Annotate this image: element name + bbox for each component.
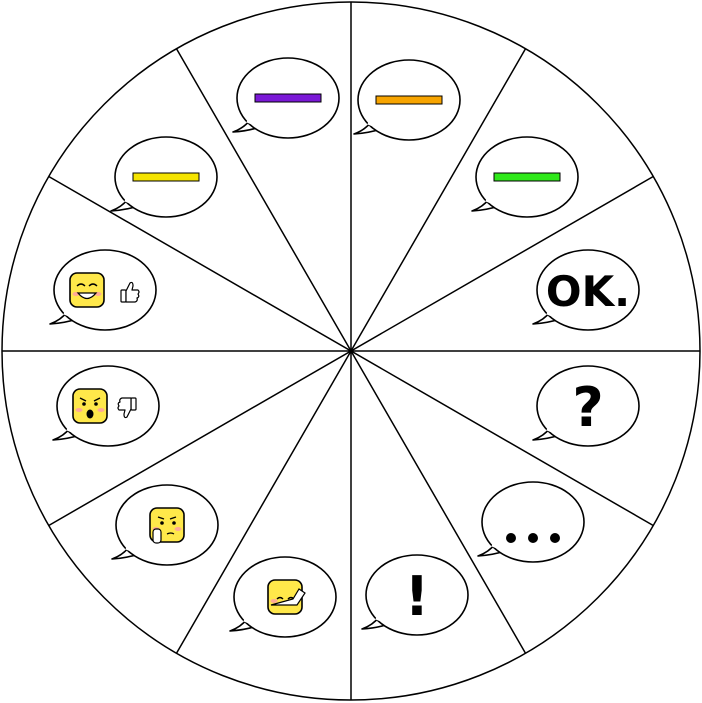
color-bar — [132, 172, 200, 182]
bubble-tail-join — [491, 543, 507, 552]
thumbs-down-icon — [117, 397, 137, 419]
thumbs-down-face-icon — [72, 388, 108, 424]
segment-exclamation: ! — [361, 554, 469, 636]
thumbs-up-face-icon — [69, 272, 105, 308]
bubble-tail-join — [63, 311, 79, 320]
speech-bubble — [365, 554, 469, 636]
bubble-tail-join — [243, 618, 259, 627]
segment-green-line — [471, 136, 579, 218]
segment-face-thumbs-down — [52, 365, 160, 447]
bubble-tail-join — [246, 119, 262, 128]
bubble-tail-join — [124, 198, 140, 207]
color-bar — [254, 93, 322, 103]
divider-line — [175, 48, 527, 654]
color-bar — [493, 172, 561, 182]
segment-face-wave — [229, 556, 337, 638]
bubble-tail-join — [375, 616, 391, 625]
speech-bubble — [53, 249, 157, 331]
bubble-tail-join — [485, 198, 501, 207]
segment-ok: OK. — [532, 249, 640, 331]
bubble-tail-join — [546, 427, 562, 436]
bubble-tail-join — [367, 121, 383, 130]
bubble-tail-join — [546, 311, 562, 320]
ok-text: OK. — [546, 267, 630, 316]
thumbs-up-icon — [120, 281, 140, 303]
wheel-segments: OK.?! — [49, 57, 640, 638]
segment-orange-line — [353, 59, 461, 141]
ellipsis-dot — [528, 533, 538, 543]
segment-question: ? — [532, 365, 640, 447]
exclamation-mark: ! — [405, 565, 430, 628]
segment-purple-line — [232, 57, 340, 139]
question-mark: ? — [572, 376, 603, 439]
speech-bubble — [536, 249, 640, 331]
bubble-tail-join — [66, 427, 82, 436]
ellipsis-dot — [506, 533, 516, 543]
speech-bubble — [536, 365, 640, 447]
segment-yellow-line — [110, 136, 218, 218]
ellipsis-dot — [550, 533, 560, 543]
color-bar — [375, 95, 443, 105]
segment-ellipsis — [477, 481, 585, 563]
speech-bubble — [56, 365, 160, 447]
thinking-face-icon — [149, 507, 185, 544]
bubble-tail-join — [125, 546, 141, 555]
segment-face-thinking — [111, 484, 219, 566]
speech-bubble — [481, 481, 585, 563]
waving-face-icon — [267, 579, 306, 615]
segment-face-thumbs-up — [49, 249, 157, 331]
